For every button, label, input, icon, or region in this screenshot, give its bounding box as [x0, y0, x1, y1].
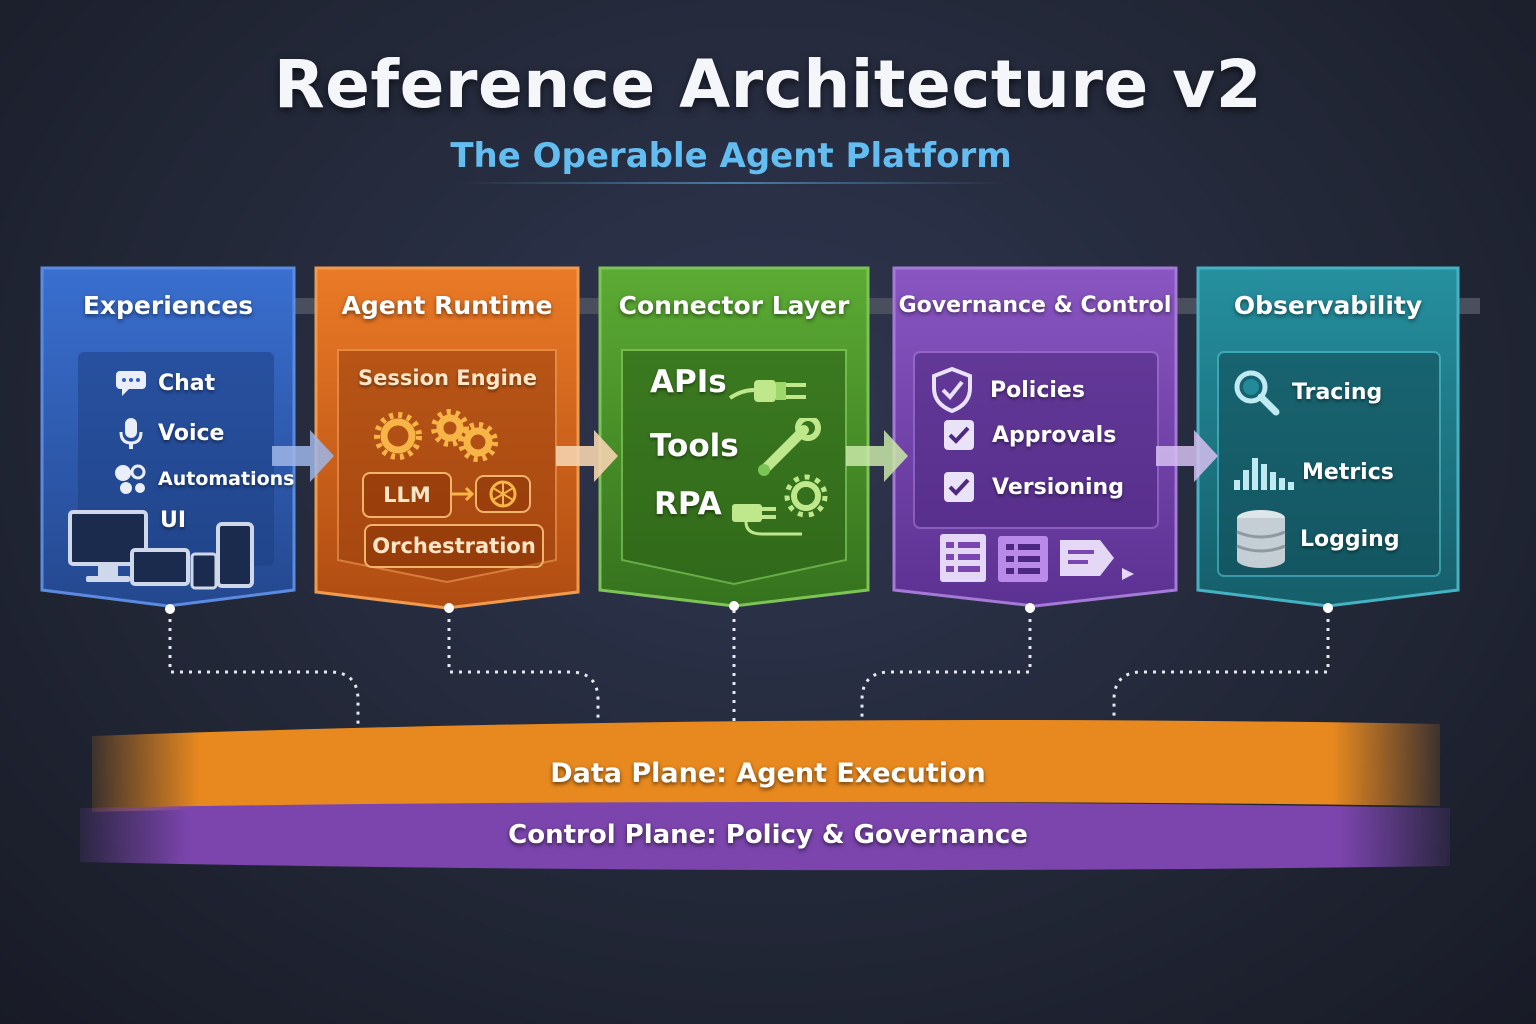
- band-connectors: [168, 610, 1330, 740]
- governance-item-approvals: Approvals: [942, 418, 1116, 452]
- column-title: Observability: [1233, 290, 1423, 320]
- item-label: Approvals: [992, 422, 1117, 448]
- page-title: Reference Architecture v2: [273, 46, 1263, 123]
- data-plane-label: Data Plane: Agent Execution: [550, 758, 986, 789]
- connector-item-tools: Tools: [650, 428, 739, 464]
- arrow-right-icon: [1156, 430, 1218, 482]
- devices-icon: [68, 510, 254, 590]
- bar-chart-icon: [1234, 458, 1294, 490]
- network-icon: [452, 475, 531, 513]
- chat-bubble-icon: [116, 371, 146, 396]
- control-plane-band: [80, 802, 1450, 871]
- panel-governance: [913, 351, 1159, 529]
- runtime-item-session-engine: Session Engine: [358, 366, 537, 390]
- column-agent-runtime: Agent Runtime: [316, 268, 578, 608]
- checkbox-icon: [944, 472, 974, 502]
- arrow-right-icon: [272, 430, 334, 482]
- column-governance-control: Governance & Control: [894, 268, 1176, 608]
- arrow-right-icon: [556, 430, 618, 482]
- experience-item-ui: UI: [160, 508, 186, 533]
- microphone-icon: [119, 418, 143, 449]
- header-rail: [280, 298, 1480, 314]
- connector-nodes: [165, 601, 1333, 614]
- wrench-icon: [758, 418, 821, 476]
- runtime-item-orchestration: Orchestration: [364, 524, 544, 568]
- magnifier-icon: [1234, 370, 1280, 416]
- experience-item-voice: Voice: [114, 416, 224, 450]
- gears-icon: [374, 409, 498, 462]
- item-label: RPA: [654, 486, 722, 522]
- checkbox-icon: [944, 420, 974, 450]
- item-label: Versioning: [992, 474, 1124, 500]
- item-label: Tracing: [1292, 379, 1383, 405]
- arrow-right-icon: [846, 430, 908, 482]
- governance-item-policies: Policies: [930, 366, 1085, 414]
- page-subtitle: The Operable Agent Platform: [450, 136, 1012, 176]
- panel-connector-layer: [621, 349, 847, 586]
- item-label: Logging: [1300, 526, 1400, 552]
- item-label: LLM: [383, 483, 431, 507]
- runtime-item-llm: LLM: [362, 472, 452, 518]
- column-title: Connector Layer: [618, 290, 850, 320]
- item-label: Policies: [990, 377, 1085, 403]
- plug-icon: [728, 380, 806, 402]
- experience-item-automations: Automations: [112, 462, 294, 496]
- governance-item-versioning: Versioning: [942, 470, 1124, 504]
- column-title: Agent Runtime: [341, 290, 553, 320]
- column-title: Governance & Control: [898, 292, 1172, 318]
- item-label: Metrics: [1302, 459, 1394, 485]
- item-label: UI: [160, 508, 187, 533]
- data-plane-band: [92, 720, 1440, 812]
- column-title: Experiences: [82, 290, 254, 320]
- shield-check-icon: [932, 366, 972, 414]
- column-experiences: Experiences: [42, 268, 294, 608]
- connector-item-apis: APIs: [650, 364, 727, 400]
- item-label: Automations: [158, 468, 295, 490]
- item-label: Voice: [158, 420, 225, 446]
- column-connector-layer: Connector Layer: [600, 268, 868, 608]
- connector-item-rpa: RPA: [654, 486, 722, 522]
- item-label: Tools: [650, 428, 739, 464]
- control-plane-label: Control Plane: Policy & Governance: [508, 820, 1028, 850]
- item-label: Chat: [158, 370, 216, 396]
- gear-icon: [732, 474, 828, 536]
- observability-item-metrics: Metrics: [1232, 452, 1394, 492]
- item-label: APIs: [650, 364, 727, 400]
- item-label: Orchestration: [372, 534, 536, 558]
- database-icon: [1236, 510, 1286, 568]
- observability-item-logging: Logging: [1234, 508, 1400, 570]
- item-label: Session Engine: [358, 366, 537, 390]
- column-observability: Observability: [1198, 268, 1458, 608]
- observability-item-tracing: Tracing: [1232, 368, 1382, 416]
- document-list-icon: [940, 534, 1134, 582]
- automation-icon: [115, 464, 146, 494]
- experience-item-chat: Chat: [114, 368, 215, 398]
- subtitle-divider: [460, 182, 1010, 184]
